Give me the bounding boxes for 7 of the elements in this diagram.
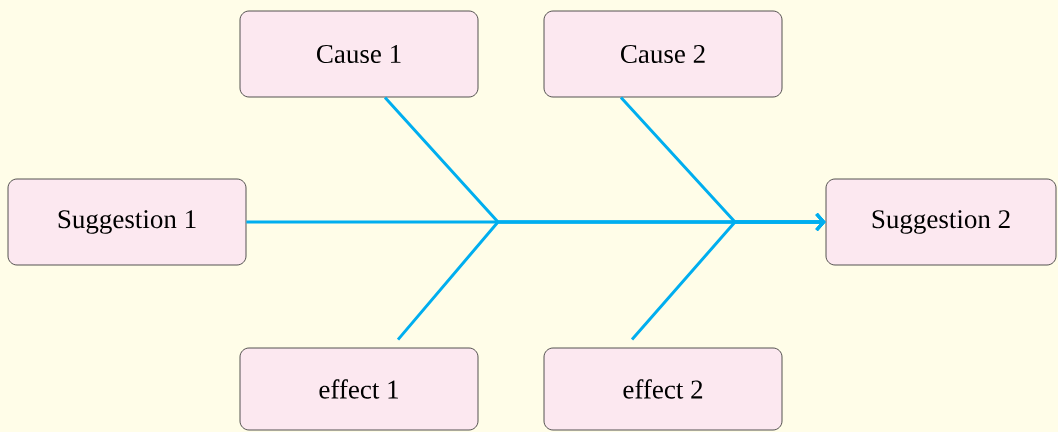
process-box: effect 1 [239, 347, 479, 431]
arrow [630, 213, 826, 341]
process-box: Cause 2 [543, 10, 783, 98]
process-box: effect 2 [543, 347, 783, 431]
process-box: Suggestion 1 [7, 178, 247, 266]
process-box: Suggestion 2 [825, 178, 1057, 266]
process-box: Cause 1 [239, 10, 479, 98]
